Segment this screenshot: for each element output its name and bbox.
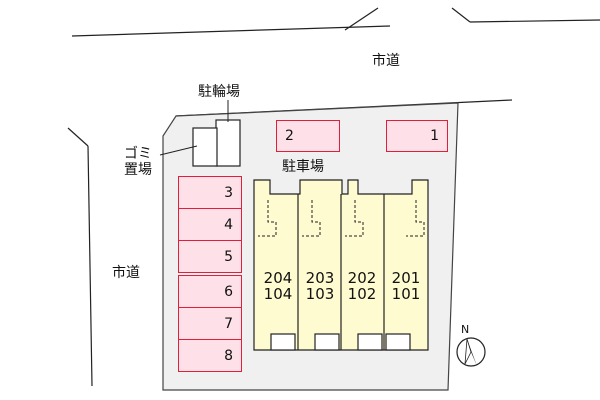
unit-upper: 203 — [305, 269, 335, 287]
entrance-4 — [385, 333, 411, 351]
unit-label-204-104: 204 104 — [258, 270, 298, 302]
parking-slot-label: 1 — [430, 128, 439, 144]
parking-slot-2: 2 — [276, 120, 340, 152]
unit-upper: 201 — [391, 269, 421, 287]
parking-slot-label: 3 — [224, 184, 233, 201]
top-road-line — [71, 25, 391, 37]
top-road-label: 市道 — [372, 53, 400, 69]
left-road-label: 市道 — [112, 265, 140, 281]
compass — [456, 337, 486, 367]
parking-slot-3: 3 — [178, 176, 242, 209]
left-road-line — [87, 145, 93, 387]
garbage-label-line2: 置場 — [124, 162, 152, 178]
stair-outline-2 — [302, 200, 321, 237]
unit-label-202-102: 202 102 — [342, 270, 382, 302]
unit-lower: 103 — [305, 285, 335, 303]
unit-label-203-103: 203 103 — [300, 270, 340, 302]
parking-slot-label: 6 — [224, 283, 233, 300]
bicycle-shed — [215, 119, 241, 167]
car-parking-label: 駐車場 — [282, 159, 324, 175]
stair-outline-3 — [345, 200, 364, 237]
stair-outline-4 — [406, 200, 425, 237]
compass-needle-light — [464, 338, 472, 365]
stair-outline-1 — [258, 200, 277, 237]
top-road-right-line — [469, 19, 600, 23]
top-road-corner-left — [344, 7, 379, 31]
parking-slot-5: 5 — [178, 240, 242, 273]
building — [253, 179, 429, 351]
compass-needle — [467, 339, 477, 366]
unit-label-201-101: 201 101 — [386, 270, 426, 302]
entrance-2 — [314, 333, 340, 351]
parking-slot-7: 7 — [178, 307, 242, 340]
parking-slot-8: 8 — [178, 339, 242, 372]
parking-slot-label: 2 — [285, 128, 294, 144]
bicycle-parking-label: 駐輪場 — [198, 84, 240, 100]
unit-upper: 204 — [263, 269, 293, 287]
garbage-label-line1: ゴミ — [124, 146, 152, 162]
garbage-station-label: ゴミ 置場 — [124, 146, 152, 178]
left-road-corner — [67, 127, 89, 147]
parking-slot-label: 5 — [224, 248, 233, 265]
top-road-corner-right — [451, 7, 471, 23]
unit-lower: 104 — [263, 285, 293, 303]
parking-slot-label: 4 — [224, 216, 233, 233]
parking-slot-label: 7 — [224, 315, 233, 332]
parking-slot-1: 1 — [386, 120, 448, 152]
entrance-1 — [270, 333, 296, 351]
parking-slot-6: 6 — [178, 275, 242, 308]
unit-lower: 101 — [391, 285, 421, 303]
parking-slot-4: 4 — [178, 208, 242, 241]
parking-slot-label: 8 — [224, 347, 233, 364]
unit-upper: 202 — [347, 269, 377, 287]
entrance-3 — [357, 333, 383, 351]
unit-lower: 102 — [347, 285, 377, 303]
garbage-leader-line — [159, 145, 198, 156]
garbage-station — [192, 127, 218, 167]
compass-north-label: N — [461, 323, 470, 336]
